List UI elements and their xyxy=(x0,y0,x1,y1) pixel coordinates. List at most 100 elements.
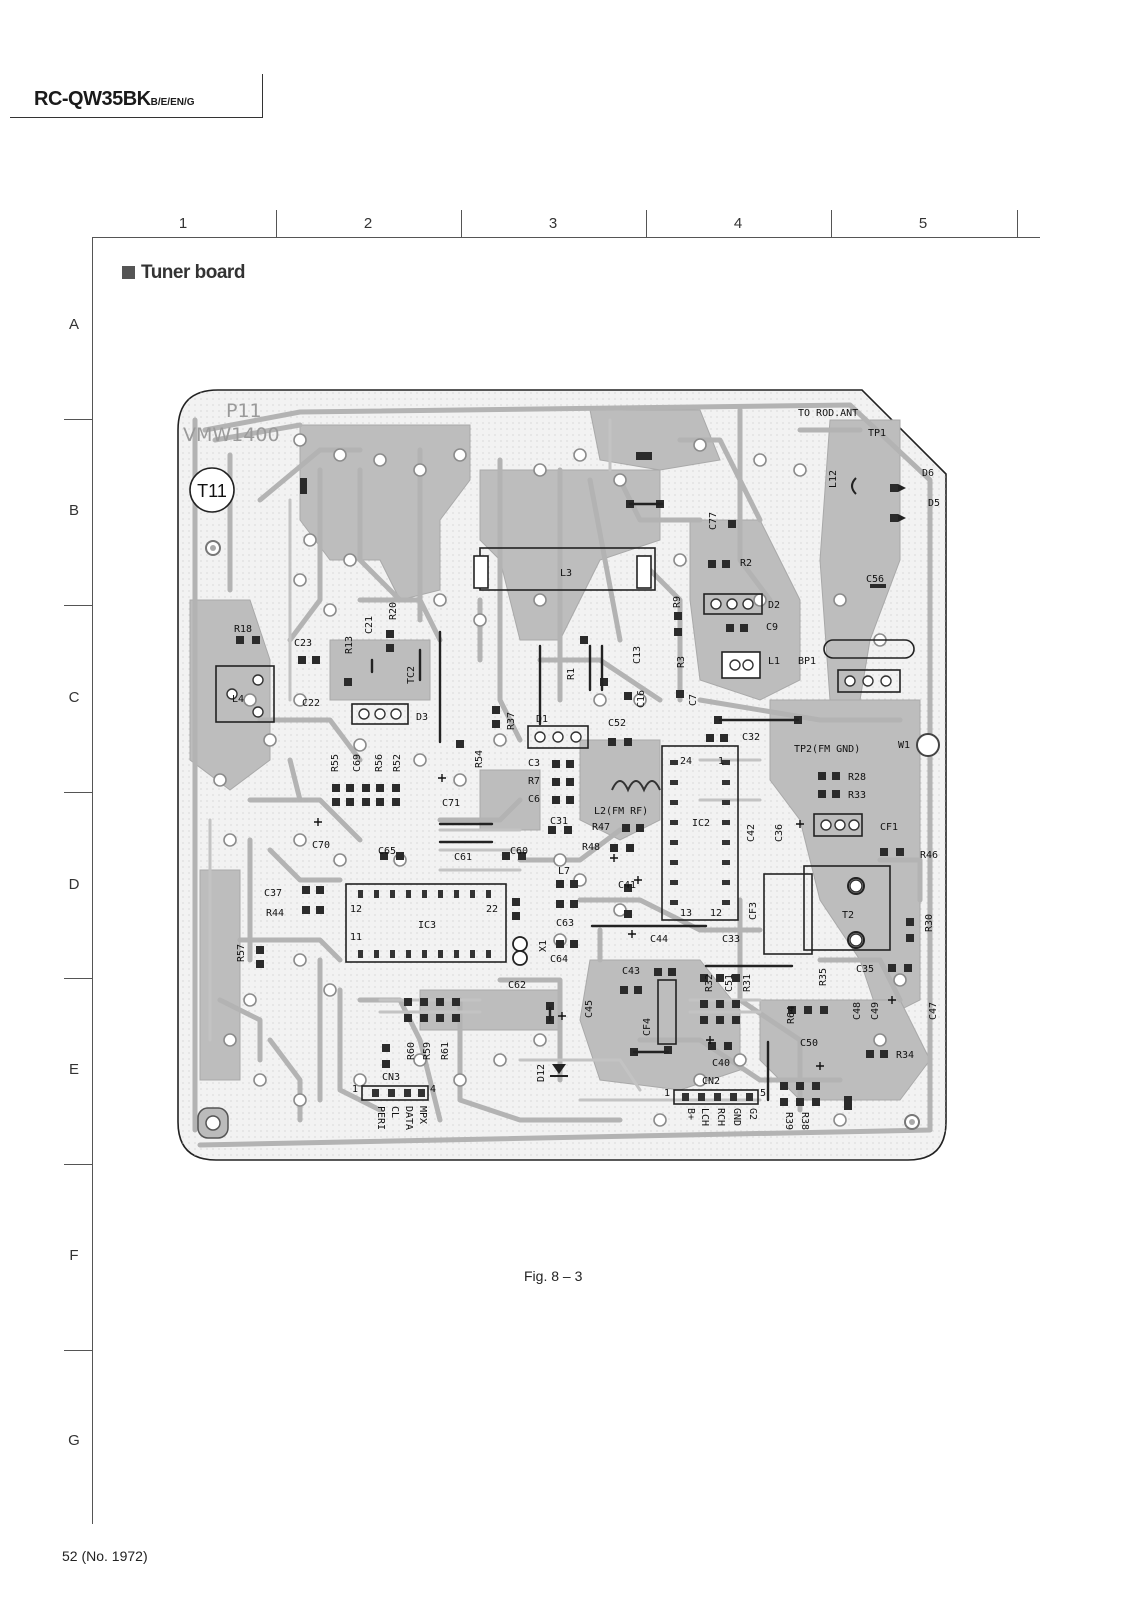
grid-row-label: C xyxy=(68,689,80,706)
label-c3: C3 xyxy=(528,758,540,769)
coil-l2 xyxy=(611,780,661,793)
grid-row-label: F xyxy=(69,1247,79,1264)
label-bp1: BP1 xyxy=(798,656,816,667)
label-c13: C13 xyxy=(632,646,643,664)
label-d2: D2 xyxy=(768,600,780,611)
label-c7: C7 xyxy=(688,694,699,706)
label-l4: L4 xyxy=(232,694,244,705)
label-c44: C44 xyxy=(650,934,668,945)
silkscreen-labels: TO ROD.ANT TP1 D6 D5 L12 C56 C77 R2 D2 C… xyxy=(232,408,940,1130)
label-cn2-bplus: B+ xyxy=(685,1108,696,1120)
square-bullet-icon xyxy=(122,266,135,279)
label-c16: C16 xyxy=(636,690,647,708)
label-tp2: TP2(FM GND) xyxy=(794,744,860,755)
label-cn2-lch: LCH xyxy=(699,1108,710,1126)
label-c50: C50 xyxy=(800,1038,818,1049)
label-ic2-pin24: 24 xyxy=(680,756,692,767)
label-c69: C69 xyxy=(352,754,363,772)
label-c9: C9 xyxy=(766,622,778,633)
grid-col-label: 4 xyxy=(733,215,743,232)
label-c45: C45 xyxy=(584,1000,595,1018)
label-r38: R38 xyxy=(799,1112,810,1130)
label-c37: C37 xyxy=(264,888,282,899)
grid-row-tick xyxy=(64,978,92,979)
grid-left-axis xyxy=(92,237,93,1524)
label-r18: R18 xyxy=(234,624,252,635)
grid-row-label: B xyxy=(68,502,79,519)
grid-col-label: 2 xyxy=(363,215,373,232)
board-id: T11 xyxy=(197,481,227,501)
label-cn2: CN2 xyxy=(702,1076,720,1087)
section-title: Tuner board xyxy=(122,262,245,284)
label-c35: C35 xyxy=(856,964,874,975)
figure-caption: Fig. 8 – 3 xyxy=(524,1268,583,1284)
label-r37: R37 xyxy=(506,712,517,730)
label-x1: X1 xyxy=(538,940,549,952)
label-cf3: CF3 xyxy=(748,902,759,920)
label-tp1: TP1 xyxy=(868,428,886,439)
grid-col-tick xyxy=(276,210,277,238)
label-c22: C22 xyxy=(302,698,320,709)
label-r7: R7 xyxy=(528,776,540,787)
grid-row-tick xyxy=(64,792,92,793)
label-c70: C70 xyxy=(312,840,330,851)
label-c49: C49 xyxy=(870,1002,881,1020)
label-c65: C65 xyxy=(378,846,396,857)
t2-pad xyxy=(847,931,865,949)
label-cn2-rch: RCH xyxy=(715,1108,726,1126)
label-cn2-p5: 5 xyxy=(760,1088,766,1099)
grid-col-tick xyxy=(646,210,647,238)
t2-pad xyxy=(847,877,865,895)
label-c40: C40 xyxy=(712,1058,730,1069)
grid-row-label: A xyxy=(68,316,79,333)
label-c33: C33 xyxy=(722,934,740,945)
label-c71: C71 xyxy=(442,798,460,809)
label-c36: C36 xyxy=(774,824,785,842)
label-c60: C60 xyxy=(510,846,528,857)
label-l12: L12 xyxy=(828,470,839,488)
grid-col-tick xyxy=(1017,210,1018,238)
label-c6: C6 xyxy=(528,794,540,805)
label-l7: L7 xyxy=(558,866,570,877)
label-c43: C43 xyxy=(622,966,640,977)
label-cn3-peri: PERI xyxy=(375,1106,386,1130)
label-r64: R64 xyxy=(786,1006,797,1024)
label-r52: R52 xyxy=(392,754,403,772)
mounting-holes xyxy=(197,540,940,1139)
label-c77: C77 xyxy=(708,512,719,530)
pcb-pads xyxy=(213,433,907,1127)
label-d3: D3 xyxy=(416,712,428,723)
pcb-code: P11 xyxy=(226,400,262,422)
label-r2: R2 xyxy=(740,558,752,569)
label-r28: R28 xyxy=(848,772,866,783)
label-c61: C61 xyxy=(454,852,472,863)
header-rule xyxy=(10,117,262,118)
label-to-rod-ant: TO ROD.ANT xyxy=(798,408,858,419)
label-ic2: IC2 xyxy=(692,818,710,829)
crystal-x1 xyxy=(512,936,528,966)
grid-row-tick xyxy=(64,1350,92,1351)
label-cn3-data: DATA xyxy=(403,1106,414,1130)
label-cn3: CN3 xyxy=(382,1072,400,1083)
label-r33: R33 xyxy=(848,790,866,801)
label-r31: R31 xyxy=(742,974,753,992)
jumper-wires xyxy=(370,502,800,1102)
label-ic3-pin12: 12 xyxy=(350,904,362,915)
label-cf4: CF4 xyxy=(642,1018,653,1036)
page-number: 52 (No. 1972) xyxy=(62,1548,148,1564)
header-rule-vertical xyxy=(262,74,263,118)
grid-top-axis xyxy=(92,237,1040,238)
label-cn2-p1: 1 xyxy=(664,1088,670,1099)
grid-row-label: D xyxy=(68,876,80,893)
coil-l12 xyxy=(851,477,857,495)
grid-col-tick xyxy=(831,210,832,238)
label-r30: R30 xyxy=(924,914,935,932)
label-ic2-pin1: 1 xyxy=(718,756,724,767)
label-cn3-p1: 1 xyxy=(352,1084,358,1095)
label-r35: R35 xyxy=(818,968,829,986)
grid-col-tick xyxy=(461,210,462,238)
label-c64: C64 xyxy=(550,954,568,965)
label-r54: R54 xyxy=(474,750,485,768)
label-c21: C21 xyxy=(364,616,375,634)
label-d5: D5 xyxy=(928,498,940,509)
